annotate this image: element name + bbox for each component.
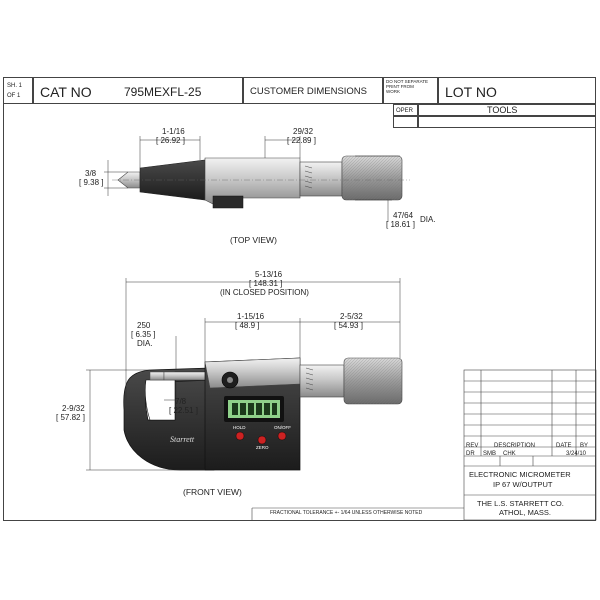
mid-mm: [ 48.9 ] [235, 321, 260, 330]
hold-button-label: HOLD [233, 425, 246, 430]
sheet-number-cell: SH. 1 OF 1 [3, 77, 33, 104]
description-header: DESCRIPTION [494, 443, 536, 449]
dim-d-frac: 47/64 [393, 211, 414, 220]
cat-no-label: CAT NO [40, 84, 92, 100]
tools-label: TOOLS [487, 105, 518, 115]
dr-label: DR [466, 451, 475, 457]
tolerance-note: FRACTIONAL TOLERANCE +- 1/64 UNLESS OTHE… [270, 510, 423, 516]
cat-no-cell: CAT NO 795MEXFL-25 [33, 77, 243, 104]
dim-a-frac: 1-1/16 [162, 127, 185, 136]
customer-dimensions-label: CUSTOMER DIMENSIONS [250, 86, 368, 97]
dim-c-mm: [ 9.38 ] [79, 178, 104, 187]
throat-frac: 7/8 [175, 397, 187, 406]
company-line2: ATHOL, MASS. [499, 508, 551, 517]
do-not-separate-note: DO NOT SEPARATE PRINT FROM WORK [386, 79, 429, 94]
overall-note: (IN CLOSED POSITION) [220, 288, 309, 297]
overall-mm: [ 148.31 ] [249, 279, 283, 288]
top-view-micrometer [112, 155, 410, 209]
lot-no-cell: LOT NO [438, 77, 596, 104]
dim-d-note: DIA. [420, 215, 436, 224]
zero-button-label: ZERO [256, 445, 269, 450]
rev-header: REV [466, 443, 479, 449]
customer-dimensions-cell: CUSTOMER DIMENSIONS [243, 77, 383, 104]
front-view-title: (FRONT VIEW) [183, 487, 242, 497]
dim-a-mm: [ 26.92 ] [156, 136, 185, 145]
tools-cell: TOOLS [418, 104, 596, 116]
tools-blank-cell [418, 116, 596, 128]
onoff-button-label: ON/OFF [274, 425, 291, 430]
cat-no-value: 795MEXFL-25 [124, 85, 202, 99]
front-view-dimensions [86, 278, 401, 471]
sheet-label: SH. 1 [7, 83, 23, 89]
oper-blank-cell [393, 116, 418, 128]
part-name-line2: IP 67 W/OUTPUT [493, 480, 553, 489]
height-mm: [ 57.82 ] [56, 413, 85, 422]
dr-value: SMB [483, 451, 497, 457]
lot-no-label: LOT NO [445, 84, 497, 100]
spindle-note: DIA. [137, 339, 153, 348]
dim-b-frac: 29/32 [293, 127, 314, 136]
height-frac: 2-9/32 [62, 404, 85, 413]
dim-b-mm: [ 22.89 ] [287, 136, 316, 145]
overall-frac: 5-13/16 [255, 270, 283, 279]
oper-cell: OPER [393, 104, 418, 116]
dim-c-frac: 3/8 [85, 169, 97, 178]
do-not-separate-cell: DO NOT SEPARATE PRINT FROM WORK [383, 77, 438, 104]
top-view-dimensions [104, 136, 400, 222]
throat-mm: [ 22.51 ] [169, 406, 198, 415]
dim-d-mm: [ 18.61 ] [386, 220, 415, 229]
brand-logo: Starrett [170, 435, 195, 444]
date-header: DATE [556, 443, 572, 449]
spindle-mm: [ 6.35 ] [131, 330, 156, 339]
chk-label: CHK [503, 451, 516, 457]
company-line1: THE L.S. STARRETT CO. [477, 499, 564, 508]
sheet-of-label: OF 1 [7, 93, 21, 99]
mid-frac: 1-15/16 [237, 312, 265, 321]
by-header: BY [580, 443, 589, 449]
right-frac: 2-5/32 [340, 312, 363, 321]
front-view-micrometer [123, 357, 403, 471]
part-name-line1: ELECTRONIC MICROMETER [469, 470, 571, 479]
spindle-dia: 250 [137, 321, 151, 330]
right-mm: [ 54.93 ] [334, 321, 363, 330]
date-value: 3/24/10 [566, 451, 587, 457]
oper-label: OPER [396, 108, 414, 114]
title-block-grid [251, 369, 597, 521]
top-view-title: (TOP VIEW) [230, 235, 277, 245]
